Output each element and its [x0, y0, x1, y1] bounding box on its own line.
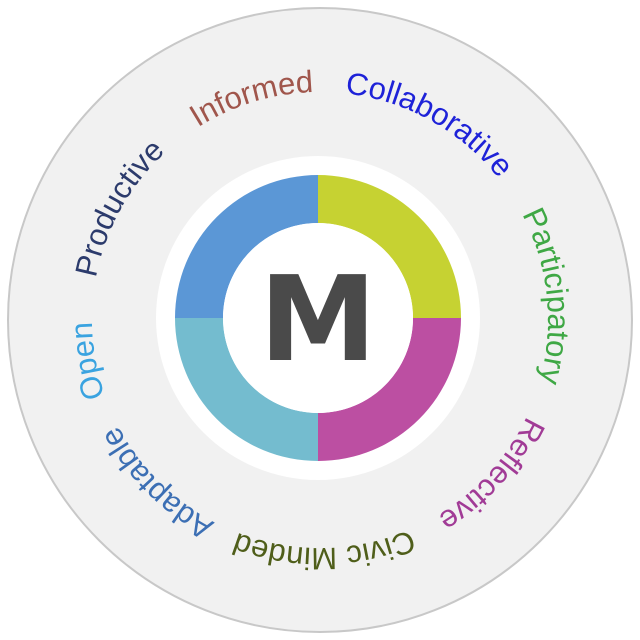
logo-letter: M	[259, 250, 376, 388]
ring-segment-top-right	[318, 175, 461, 318]
ring-segment-bottom-right	[318, 318, 461, 461]
logo-ring	[175, 175, 461, 461]
ring-segment-bottom-left	[175, 318, 318, 461]
logo-center	[223, 223, 413, 413]
ring-segment-top-left	[175, 175, 318, 318]
